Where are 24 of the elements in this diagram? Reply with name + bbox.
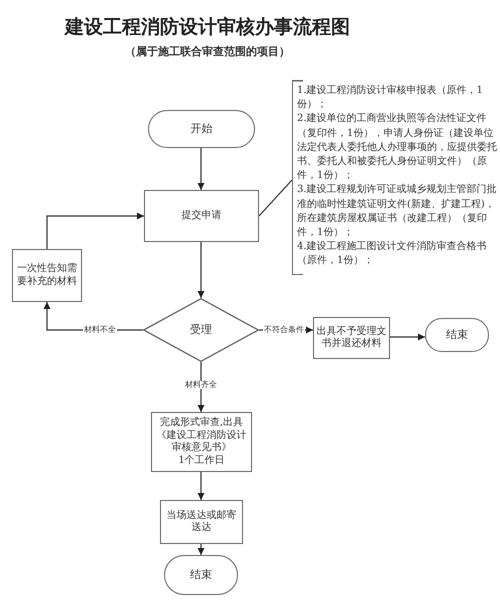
arrow — [198, 544, 204, 555]
edge-label: 材料不全 — [83, 326, 117, 334]
arrow — [198, 472, 204, 500]
process-box: 提交申请 — [144, 190, 259, 242]
process-box: 出具不予受理文书并退还材料 — [313, 317, 390, 359]
arrow — [198, 148, 204, 190]
list-item: 2.建设单位的工商营业执照等合法性证文件（复印件，1份），申请人身份证（建设单位法定代表人委托他人办理事项的，应提供委托书、委托人和被委托人身份证明文件）（原件，1份）； — [297, 112, 498, 184]
arrow — [198, 242, 204, 298]
list-item: 1.建设工程消防设计审核申报表（原件，1份）； — [297, 84, 484, 112]
box-text: 完成形式审查,出具《建设工程消防设计审核意见书》 — [156, 417, 248, 454]
process-box: 当场送达或邮寄送达 — [160, 500, 243, 544]
list-item: 3.建设工程规划许可证或城乡规划主管部门批准的临时性建筑证明文件(新建、扩建工程)，所在建筑房屋权属证书（改建工程）（复印件，1份）； — [297, 183, 498, 240]
subtitle: （属于施工联合审查范围的项目） — [124, 44, 291, 59]
edge-label: 不符合条件 — [263, 326, 305, 334]
decision-label: 受理 — [190, 322, 212, 338]
process-box: 一次性告知需要补充的材料 — [12, 249, 82, 302]
leader-line — [258, 180, 292, 216]
edge-label: 材料齐全 — [184, 381, 218, 389]
box-text: 1个工作日 — [178, 454, 225, 467]
list-item: 4.建设工程施工图设计文件消防审查合格书（原件，1份）； — [297, 240, 488, 268]
arrow — [390, 334, 425, 340]
process-box — [151, 412, 252, 472]
arrow — [46, 212, 144, 249]
title: 建设工程消防设计审核办事流程图 — [63, 15, 351, 40]
